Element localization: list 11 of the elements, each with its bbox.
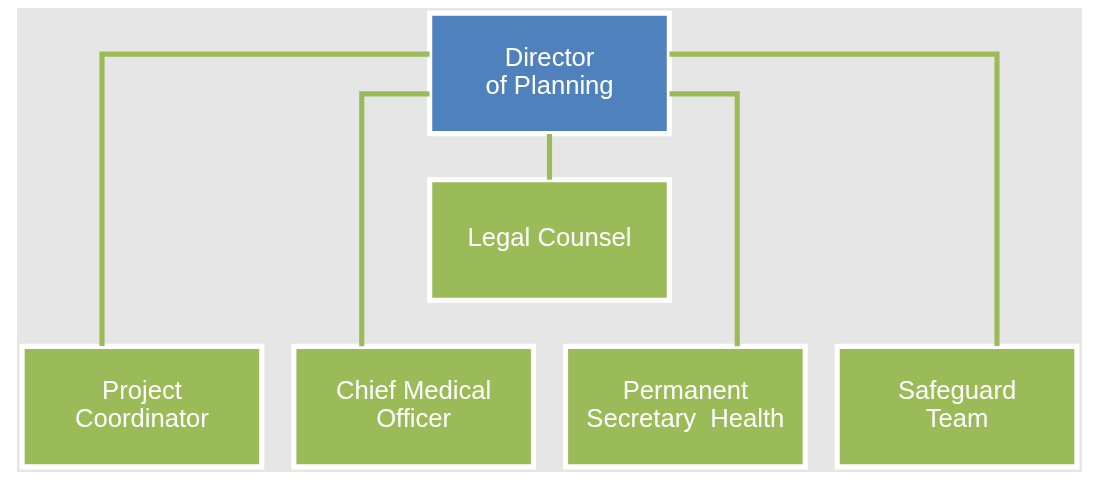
node-box: Chief Medical Officer: [290, 343, 536, 470]
connector: [358, 91, 430, 347]
connector: [668, 51, 1000, 347]
node-box: Director of Planning: [426, 10, 672, 137]
node-box: Project Coordinator: [19, 343, 264, 470]
connector: [668, 91, 740, 347]
node-box: Safeguard Team: [834, 343, 1079, 470]
connector: [98, 51, 430, 347]
connector: [546, 134, 552, 180]
node-box: Permanent Secretary Health: [562, 343, 808, 470]
node-box: Legal Counsel: [426, 177, 672, 303]
